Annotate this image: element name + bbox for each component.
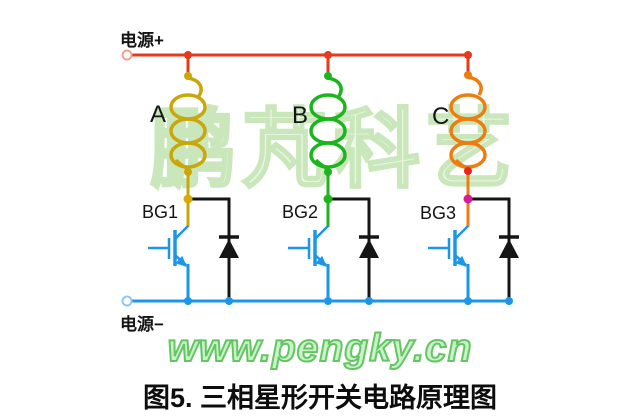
emitter-arrow — [175, 255, 187, 267]
collector-junction-dot — [323, 194, 333, 204]
junction-dot — [184, 297, 192, 305]
terminal-negative — [121, 295, 133, 307]
label-phase-c: C — [432, 103, 450, 130]
positive-rail — [121, 49, 472, 75]
coil-c — [449, 71, 487, 199]
collector-junction-dot — [183, 194, 193, 204]
diode-bg1 — [191, 197, 239, 300]
igbt-bg3 — [428, 194, 473, 301]
igbt-bg2 — [288, 194, 333, 301]
label-power-positive: 电源+ — [120, 31, 164, 50]
junction-dot — [324, 51, 332, 59]
label-bg1: BG1 — [142, 202, 179, 222]
coil-b-bottom-dot — [324, 168, 332, 176]
coil-b — [309, 72, 347, 199]
coil-a-bottom-dot — [184, 168, 192, 176]
label-bg3: BG3 — [420, 203, 457, 223]
coil-a — [169, 72, 207, 199]
emitter-arrow — [455, 255, 467, 267]
figure-caption: 图5. 三相星形开关电路原理图 — [142, 383, 498, 413]
igbt-bg1 — [148, 194, 193, 301]
diode-bg3 — [471, 197, 519, 300]
junction-dot — [464, 297, 472, 305]
diode-triangle — [499, 239, 519, 258]
diode-triangle — [359, 239, 379, 258]
watermark-url: www.pengky.cn — [167, 326, 473, 371]
collector-junction-dot — [463, 194, 473, 204]
diode-triangle — [219, 239, 239, 258]
junction-dot — [324, 297, 332, 305]
label-phase-b: B — [292, 102, 309, 129]
junction-dot — [225, 297, 233, 305]
junction-dot — [464, 51, 472, 59]
diode-bg2 — [331, 197, 379, 300]
coil-c-bottom-dot — [464, 167, 472, 175]
negative-rail — [121, 295, 513, 307]
junction-dot — [505, 297, 513, 305]
junction-dot — [365, 297, 373, 305]
terminal-positive — [121, 49, 133, 61]
emitter-arrow — [315, 255, 327, 267]
label-bg2: BG2 — [282, 202, 319, 222]
junction-dot — [184, 51, 192, 59]
label-power-negative: 电源− — [120, 315, 164, 334]
label-phase-a: A — [150, 101, 167, 128]
